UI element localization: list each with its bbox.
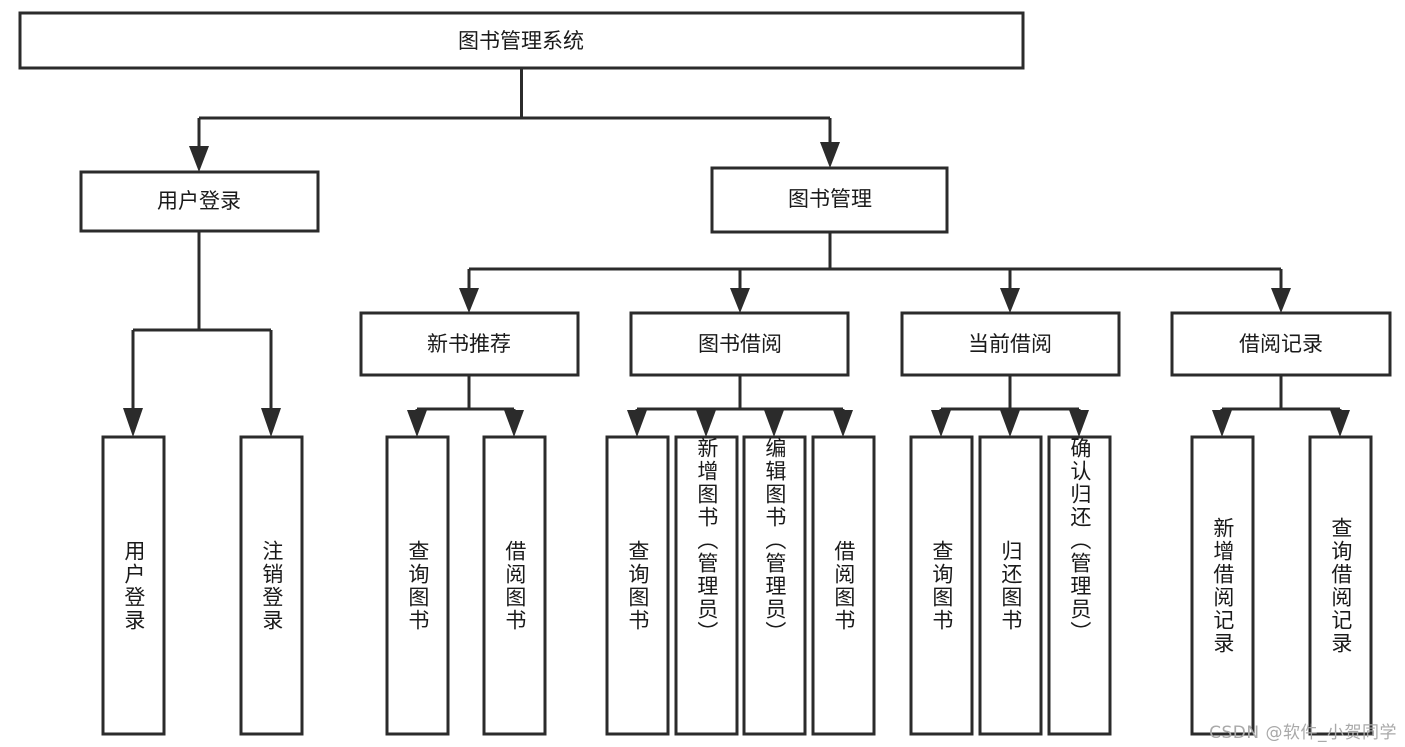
arrow-leaf-borrow-book-2 <box>833 410 853 437</box>
arrow-leaf-borrow-book-1 <box>504 410 524 437</box>
arrow-leaf-edit-book-admin <box>764 410 784 437</box>
arrow-new-book-recommend <box>459 288 479 313</box>
node-title-label: 图书管理系统 <box>458 29 584 53</box>
node-book-borrow-label: 图书借阅 <box>698 332 782 356</box>
leaf-add-borrow-record-box[interactable] <box>1190 435 1255 736</box>
leaf-user-login-box[interactable] <box>101 435 166 736</box>
arrow-leaf-confirm-return-admin <box>1069 410 1089 437</box>
arrow-leaf-user-login <box>123 408 143 437</box>
leaf-borrow-book-2-box[interactable] <box>811 435 876 736</box>
leaf-confirm-return-admin-box[interactable] <box>1047 435 1112 736</box>
node-borrow-record[interactable]: 借阅记录 <box>1170 311 1392 377</box>
node-user-login[interactable]: 用户登录 <box>79 170 320 233</box>
arrow-user-login <box>189 146 209 172</box>
leaf-logout-login-box[interactable] <box>239 435 304 736</box>
node-book-management-box[interactable] <box>710 166 949 234</box>
node-new-book-recommend[interactable]: 新书推荐 <box>359 311 580 377</box>
leaf-edit-book-admin-box[interactable] <box>742 435 807 736</box>
connector-layer <box>123 68 1350 437</box>
arrow-current-borrow <box>1000 288 1020 313</box>
leaf-query-book-2-box[interactable] <box>605 435 670 736</box>
arrow-leaf-query-book-1 <box>407 410 427 437</box>
node-new-book-recommend-box[interactable] <box>359 311 580 377</box>
leaf-return-book-box[interactable] <box>978 435 1043 736</box>
node-user-login-label: 用户登录 <box>157 189 241 213</box>
watermark-text: CSDN @软件_小贺同学 <box>1209 723 1397 743</box>
node-book-management-label: 图书管理 <box>788 187 872 211</box>
leaf-borrow-book-1-box[interactable] <box>482 435 547 736</box>
arrow-leaf-add-book-admin <box>696 410 716 437</box>
arrow-leaf-query-borrow-record <box>1330 410 1350 437</box>
arrow-leaf-logout <box>261 408 281 437</box>
arrow-leaf-query-book-3 <box>931 410 951 437</box>
arrow-borrow-record <box>1271 288 1291 313</box>
arrow-book-borrow <box>730 288 750 313</box>
node-borrow-record-box[interactable] <box>1170 311 1392 377</box>
node-book-borrow[interactable]: 图书借阅 <box>629 311 850 377</box>
node-new-book-recommend-label: 新书推荐 <box>427 332 511 356</box>
leaf-query-book-3-box[interactable] <box>909 435 974 736</box>
node-book-borrow-box[interactable] <box>629 311 850 377</box>
leaf-query-borrow-record-box[interactable] <box>1308 435 1373 736</box>
arrow-book-management <box>820 142 840 168</box>
node-current-borrow-box[interactable] <box>900 311 1121 377</box>
leaf-query-book-1-box[interactable] <box>385 435 450 736</box>
node-current-borrow[interactable]: 当前借阅 <box>900 311 1121 377</box>
node-current-borrow-label: 当前借阅 <box>968 332 1052 356</box>
arrow-leaf-add-borrow-record <box>1212 410 1232 437</box>
node-user-login-box[interactable] <box>79 170 320 233</box>
node-title-box[interactable] <box>18 11 1025 70</box>
node-borrow-record-label: 借阅记录 <box>1239 332 1323 356</box>
node-book-management[interactable]: 图书管理 <box>710 166 949 234</box>
arrow-leaf-query-book-2 <box>627 410 647 437</box>
node-title[interactable]: 图书管理系统 <box>18 11 1025 70</box>
leaf-add-book-admin-box[interactable] <box>674 435 739 736</box>
node-layer: 图书管理系统 用户登录 图书管理 新书推荐 图书借阅 当前 <box>18 11 1392 736</box>
arrow-leaf-return-book <box>1000 410 1020 437</box>
